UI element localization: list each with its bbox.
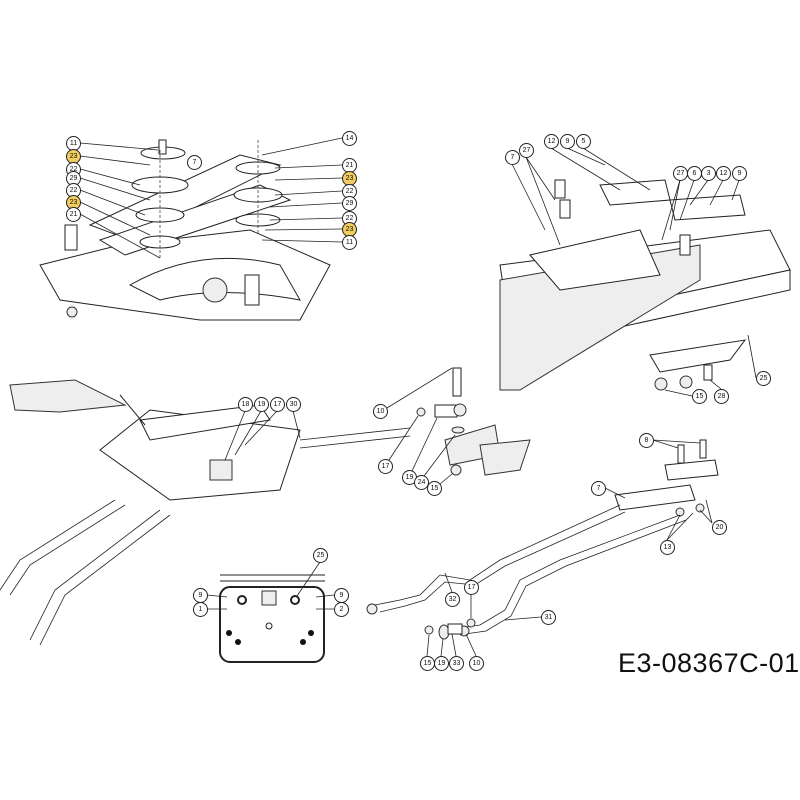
part-callout-13: 13 bbox=[660, 540, 675, 555]
part-callout-1: 1 bbox=[193, 602, 208, 617]
linkage-drawing bbox=[366, 439, 719, 637]
part-callout-8: 8 bbox=[639, 433, 654, 448]
part-callout-17: 17 bbox=[378, 459, 393, 474]
part-callout-33: 33 bbox=[449, 656, 464, 671]
drawing-code: E3-08367C-01 bbox=[618, 648, 800, 678]
part-callout-9: 9 bbox=[560, 134, 575, 149]
leaders-panel bbox=[206, 561, 335, 610]
part-callout-19: 19 bbox=[434, 656, 449, 671]
part-callout-11: 11 bbox=[342, 235, 357, 250]
leaders-right bbox=[604, 439, 713, 541]
part-callout-7: 7 bbox=[505, 150, 520, 165]
part-callout-17: 17 bbox=[270, 397, 285, 412]
part-callout-7: 7 bbox=[187, 155, 202, 170]
control-plate-drawing bbox=[0, 379, 411, 646]
part-callout-10: 10 bbox=[373, 404, 388, 419]
part-callout-25: 25 bbox=[313, 548, 328, 563]
leaders-top-right bbox=[511, 147, 757, 397]
rod-end-small-drawing bbox=[424, 618, 476, 640]
part-callout-31: 31 bbox=[541, 610, 556, 625]
part-callout-18: 18 bbox=[238, 397, 253, 412]
part-callout-6: 6 bbox=[687, 166, 702, 181]
part-callout-15: 15 bbox=[427, 481, 442, 496]
part-callout-12: 12 bbox=[544, 134, 559, 149]
part-callout-27: 27 bbox=[519, 143, 534, 158]
part-callout-3: 3 bbox=[701, 166, 716, 181]
part-callout-10: 10 bbox=[469, 656, 484, 671]
part-callout-5: 5 bbox=[576, 134, 591, 149]
pulley-assembly-drawing bbox=[39, 139, 331, 321]
panel-drawing bbox=[219, 574, 325, 663]
part-callout-32: 32 bbox=[445, 592, 460, 607]
part-callout-2: 2 bbox=[334, 602, 349, 617]
part-callout-14: 14 bbox=[342, 131, 357, 146]
leaders-top-left bbox=[79, 137, 343, 259]
part-callout-17: 17 bbox=[464, 580, 479, 595]
frame-mount-drawing bbox=[499, 179, 791, 391]
part-callout-29: 29 bbox=[342, 196, 357, 211]
part-callout-9: 9 bbox=[732, 166, 747, 181]
part-callout-20: 20 bbox=[712, 520, 727, 535]
leaders-middle-left bbox=[224, 410, 301, 461]
part-callout-15: 15 bbox=[420, 656, 435, 671]
part-callout-15: 15 bbox=[692, 389, 707, 404]
part-callout-19: 19 bbox=[254, 397, 269, 412]
leaders-bottom-rods bbox=[426, 572, 542, 657]
part-callout-21: 21 bbox=[66, 207, 81, 222]
part-callout-12: 12 bbox=[716, 166, 731, 181]
rod-end-drawing bbox=[416, 367, 531, 476]
part-callout-27: 27 bbox=[673, 166, 688, 181]
leaders-middle bbox=[386, 367, 456, 485]
part-callout-25: 25 bbox=[756, 371, 771, 386]
part-callout-9: 9 bbox=[334, 588, 349, 603]
part-callout-7: 7 bbox=[591, 481, 606, 496]
part-callout-30: 30 bbox=[286, 397, 301, 412]
part-callout-28: 28 bbox=[714, 389, 729, 404]
part-callout-9: 9 bbox=[193, 588, 208, 603]
